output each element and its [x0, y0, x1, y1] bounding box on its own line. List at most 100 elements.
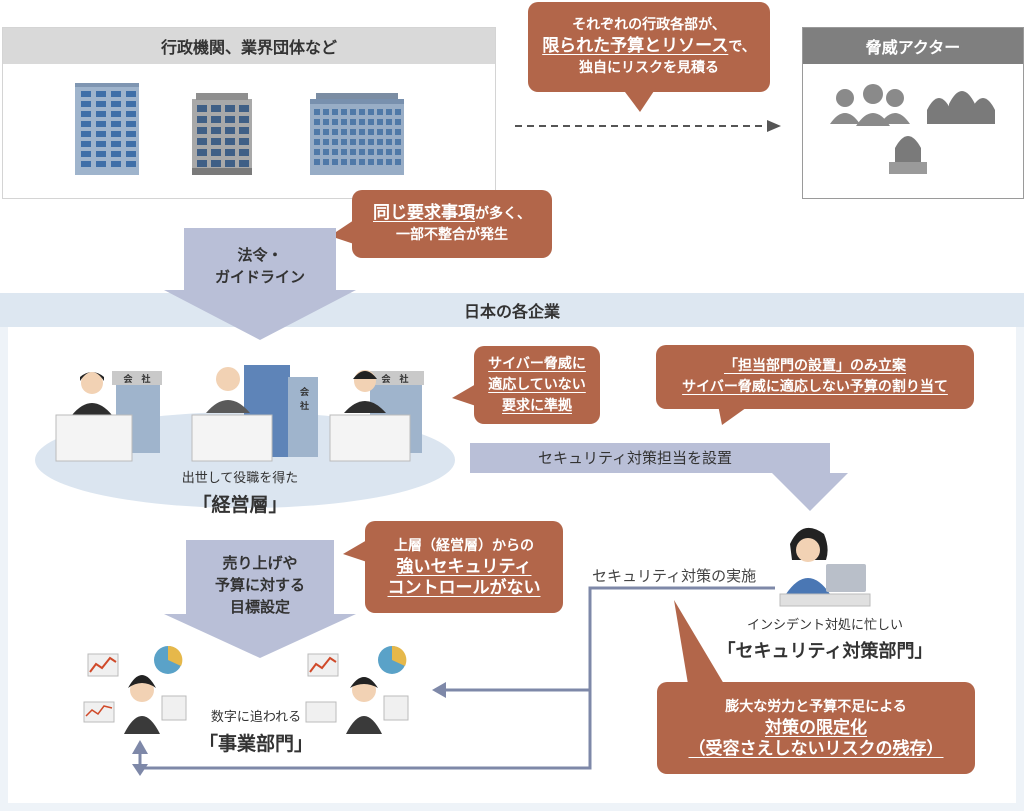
sign-vertical-text: 会社 — [299, 386, 310, 412]
bubble-budget-line1: それぞれの行政各部が、 — [572, 17, 726, 33]
law-arrow-label: 法令・ ガイドライン — [190, 244, 330, 288]
bubble-budget: それぞれの行政各部が、 限られた予算とリソースで、 独自にリスクを見積る — [528, 2, 770, 92]
window — [126, 151, 136, 157]
window — [314, 149, 320, 155]
window — [111, 141, 121, 147]
window — [126, 161, 136, 167]
mgmt-caption1: 出世して役職を得た — [181, 471, 299, 486]
window — [332, 149, 338, 155]
law-arrow — [164, 228, 356, 340]
window — [377, 129, 383, 135]
window — [225, 116, 235, 123]
bubble-dept-tail — [718, 405, 750, 425]
window — [350, 129, 356, 135]
bubble-control-line2: 強いセキュリティ — [396, 556, 532, 577]
bubble-control-line1: 上層（経営層）からの — [394, 537, 534, 554]
window — [211, 127, 221, 134]
window — [239, 160, 249, 167]
window — [332, 109, 338, 115]
window — [239, 105, 249, 112]
window — [96, 121, 106, 127]
bubble-cyber-tail — [452, 384, 476, 406]
window — [395, 119, 401, 125]
bubble-cyber-line3: 要求に準拠 — [502, 397, 572, 414]
window — [314, 139, 320, 145]
dashed-arrow — [515, 120, 781, 132]
window — [395, 129, 401, 135]
biz-caption: 数字に追われる 「事業部門」 — [186, 706, 326, 756]
window — [368, 159, 374, 165]
window — [341, 149, 347, 155]
office-building-icon — [75, 83, 139, 175]
bubble-req-line1: 同じ要求事項が多く、 — [373, 203, 531, 225]
sec-dept-caption: インシデント対処に忙しい 「セキュリティ対策部門」 — [715, 614, 935, 663]
security-staff-icon — [779, 527, 871, 607]
window — [368, 129, 374, 135]
window — [368, 109, 374, 115]
bubble-limit-line2: 対策の限定化 — [765, 717, 867, 738]
bubble-budget-tail — [622, 88, 656, 112]
window — [111, 161, 121, 167]
bubble-budget-line3: 独自にリスクを見積る — [579, 60, 719, 76]
target-arrow-line1: 売り上げや — [222, 554, 298, 572]
bubble-limit-tail — [674, 600, 724, 684]
window — [377, 159, 383, 165]
window — [359, 129, 365, 135]
law-arrow-line2: ガイドライン — [214, 268, 305, 286]
company-area-title: 日本の各企業 — [0, 293, 1024, 327]
target-arrow-line2: 予算に対する — [214, 576, 305, 594]
window — [96, 141, 106, 147]
bubble-limit: 膨大な労力と予算不足による 対策の限定化 （受容さえしないリスクの残存） — [657, 682, 975, 774]
setup-arrow — [470, 443, 848, 511]
mgmt-caption2: 「経営層」 — [192, 494, 288, 516]
window — [332, 139, 338, 145]
window — [111, 111, 121, 117]
window — [386, 139, 392, 145]
implement-label: セキュリティ対策の実施 — [592, 567, 757, 585]
window — [341, 109, 347, 115]
implementation-flow — [132, 586, 775, 776]
target-arrow-line3: 目標設定 — [229, 598, 290, 616]
window — [225, 149, 235, 156]
window — [395, 149, 401, 155]
sign-3-text: 会 社 — [381, 373, 408, 385]
window — [377, 149, 383, 155]
target-arrow — [164, 540, 356, 658]
window — [96, 111, 106, 117]
bubble-req-line1-tail: が多く、 — [475, 205, 531, 222]
biz-caption1: 数字に追われる — [210, 710, 302, 725]
window — [323, 149, 329, 155]
window — [368, 149, 374, 155]
window — [377, 139, 383, 145]
window — [126, 131, 136, 137]
window — [96, 91, 106, 97]
window — [111, 121, 121, 127]
law-arrow-line1: 法令・ — [237, 246, 283, 264]
window — [111, 151, 121, 157]
window — [239, 138, 249, 145]
window — [332, 159, 338, 165]
window — [81, 151, 91, 157]
bubble-limit-line3: （受容さえしないリスクの残存） — [688, 738, 944, 759]
bubble-cyber-line2: 適応していない — [488, 376, 586, 393]
window — [368, 119, 374, 125]
bubble-requirements: 同じ要求事項が多く、 一部不整合が発生 — [352, 190, 552, 258]
window — [359, 159, 365, 165]
sec-dept-caption2: 「セキュリティ対策部門」 — [717, 641, 933, 662]
business-scene — [83, 645, 409, 734]
window — [197, 127, 207, 134]
window — [111, 91, 121, 97]
target-arrow-label: 売り上げや 予算に対する 目標設定 — [180, 552, 340, 618]
window — [225, 138, 235, 145]
window — [225, 160, 235, 167]
management-scene: 会 社 会社 会 社 — [35, 365, 455, 508]
window — [197, 149, 207, 156]
window — [332, 129, 338, 135]
window — [111, 131, 121, 137]
bubble-dept: 「担当部門の設置」のみ立案 サイバー脅威に適応しない予算の割り当て — [656, 345, 974, 409]
window — [359, 139, 365, 145]
window — [81, 161, 91, 167]
window — [211, 105, 221, 112]
window — [239, 149, 249, 156]
window — [111, 101, 121, 107]
